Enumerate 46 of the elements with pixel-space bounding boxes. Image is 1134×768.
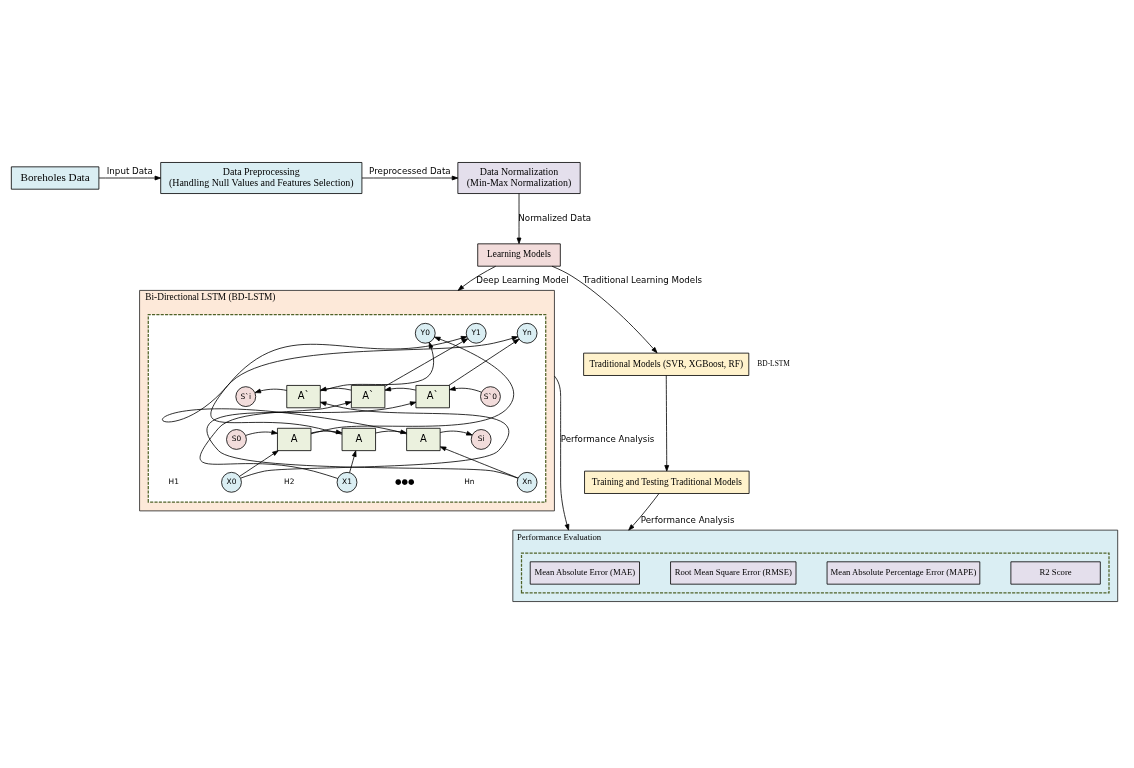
node-box: A <box>406 427 441 451</box>
node-box: R2 Score <box>1010 560 1101 585</box>
edge-label: Input Data <box>106 165 153 176</box>
node-box: Data Preprocessing (Handling Null Values and Features Selection) <box>160 161 363 194</box>
arrow <box>628 492 660 531</box>
edge-label: Performance Analysis <box>560 433 655 444</box>
arrow <box>448 338 520 386</box>
arrow <box>98 175 161 180</box>
arrow <box>254 388 288 393</box>
arrow <box>199 400 352 479</box>
cluster <box>520 552 1110 593</box>
node-box: Data Normalization (Min-Max Normalization) <box>457 161 581 194</box>
node-box: A` <box>415 384 450 408</box>
arrow <box>361 175 459 180</box>
arrow <box>439 430 473 435</box>
node-box: A <box>277 427 312 451</box>
node-box: A <box>341 427 376 451</box>
edge-label: Deep Learning Model <box>476 274 569 285</box>
arrow <box>245 429 278 436</box>
node-box: A` <box>350 384 386 408</box>
arrow <box>449 385 482 393</box>
edge-label: Traditional Learning Models <box>583 274 703 285</box>
node-box: Traditional Models (SVR, XGBoost, RF) <box>583 352 750 376</box>
arrow <box>457 265 497 291</box>
arrow <box>384 386 417 391</box>
arrow <box>239 449 279 477</box>
node-box: A` <box>286 384 321 408</box>
node-box: Mean Absolute Error (MAE) <box>529 560 640 585</box>
arrow <box>516 192 522 244</box>
arrow <box>554 375 570 531</box>
cluster <box>147 313 547 503</box>
arrow <box>320 386 352 391</box>
arrow <box>439 445 519 478</box>
edge-label: Normalized Data <box>518 212 592 223</box>
arrow <box>384 337 469 387</box>
node-box: Mean Absolute Percentage Error (MAPE) <box>826 560 981 585</box>
node-box: Learning Models <box>477 242 561 267</box>
arrow <box>664 374 670 471</box>
node-box: Training and Testing Traditional Models <box>584 470 750 494</box>
edge-label: Performance Analysis <box>640 514 735 525</box>
arrow <box>310 429 343 434</box>
arrow <box>349 449 357 473</box>
node-box: Boreholes Data <box>10 165 100 190</box>
edge-label: Preprocessed Data <box>369 165 451 176</box>
node-box: Root Mean Square Error (RMSE) <box>670 560 797 585</box>
arrow <box>551 265 658 353</box>
